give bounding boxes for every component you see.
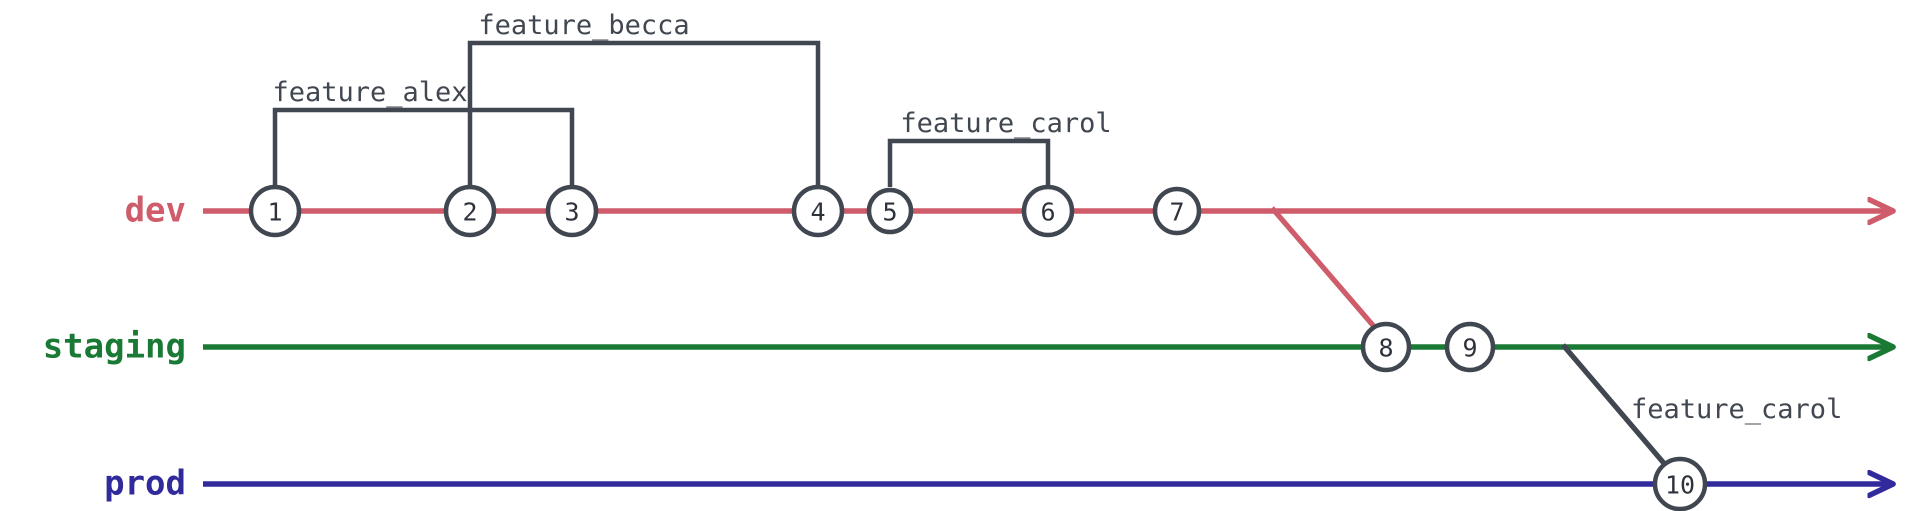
commit-label-3: 3 [564, 198, 579, 227]
feature-bracket-feature_becca [467, 40, 821, 187]
merge-edge-dev-to-staging [1270, 206, 1379, 332]
commit-label-9: 9 [1462, 334, 1477, 363]
commit-node-8[interactable]: 8 [1360, 321, 1412, 373]
feature-bracket-feature_carol [887, 138, 1051, 187]
commit-label-7: 7 [1169, 198, 1184, 227]
commit-circle-2[interactable] [443, 184, 497, 238]
commit-circle-3[interactable] [545, 184, 599, 238]
feature-brackets-layer [272, 40, 1051, 187]
commit-label-8: 8 [1378, 334, 1393, 363]
merge-label-staging-to-prod: feature_carol [1631, 394, 1842, 425]
branch-label-prod: prod [104, 464, 186, 504]
feature-label-feature_carol: feature_carol [900, 108, 1111, 139]
commit-node-10[interactable]: 10 [1652, 456, 1708, 511]
commit-circle-6[interactable] [1021, 184, 1075, 238]
merge-edge-staging-to-prod [1561, 343, 1670, 470]
commit-node-1[interactable]: 1 [248, 184, 302, 238]
commit-circle-1[interactable] [248, 184, 302, 238]
commit-circle-9[interactable] [1444, 321, 1496, 373]
merge-edges-layer [1270, 206, 1670, 470]
feature-label-feature_alex: feature_alex [272, 77, 467, 108]
commit-label-2: 2 [462, 198, 477, 227]
commit-circle-4[interactable] [791, 184, 845, 238]
branch-lines-layer [203, 211, 1888, 484]
commit-label-1: 1 [267, 198, 282, 227]
commit-node-9[interactable]: 9 [1444, 321, 1496, 373]
feature-labels-layer: feature_alexfeature_beccafeature_carolfe… [272, 10, 1842, 425]
commit-circle-10[interactable] [1652, 456, 1708, 511]
commit-node-5[interactable]: 5 [866, 187, 914, 235]
feature-label-feature_becca: feature_becca [478, 10, 689, 41]
commit-node-3[interactable]: 3 [545, 184, 599, 238]
commit-circle-7[interactable] [1152, 186, 1202, 236]
commit-circle-5[interactable] [866, 187, 914, 235]
branch-label-staging: staging [43, 327, 186, 367]
commit-circle-8[interactable] [1360, 321, 1412, 373]
commit-label-4: 4 [810, 198, 825, 227]
commit-label-5: 5 [882, 198, 897, 227]
commit-node-6[interactable]: 6 [1021, 184, 1075, 238]
commit-node-2[interactable]: 2 [443, 184, 497, 238]
commit-label-10: 10 [1665, 471, 1695, 500]
commit-node-7[interactable]: 7 [1152, 186, 1202, 236]
feature-bracket-feature_alex [272, 107, 575, 187]
branch-label-dev: dev [125, 191, 186, 231]
commit-node-4[interactable]: 4 [791, 184, 845, 238]
commit-label-6: 6 [1040, 198, 1055, 227]
branch-labels-layer: dev staging prod [43, 191, 186, 504]
commit-nodes-layer: 1 2 3 4 5 6 7 8 9 10 [248, 184, 1708, 511]
